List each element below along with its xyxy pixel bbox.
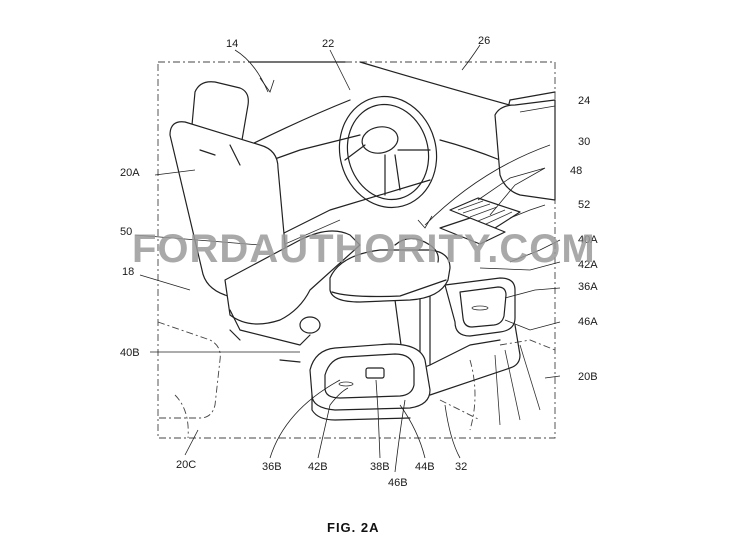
steering-wheel [338,95,438,209]
label-38B: 38B [370,461,390,473]
rear-seat-right [439,339,556,431]
label-36A: 36A [578,281,598,293]
label-18: 18 [122,266,134,278]
label-44B: 44B [415,461,435,473]
driver-seat [169,81,361,363]
label-24: 24 [578,95,590,107]
label-50: 50 [120,226,132,238]
arrow-marks [259,77,433,229]
watermark-text: FORDAUTHORITY.COM [132,227,596,271]
reference-labels: 14 22 26 24 30 48 52 20A 50 40A 42A 36A … [120,35,598,489]
label-42A: 42A [578,259,598,271]
label-46A: 46A [578,316,598,328]
boundary-lines [157,61,556,439]
label-42B: 42B [308,461,328,473]
rear-seat-left [157,321,221,439]
label-46B: 46B [388,477,408,489]
label-36B: 36B [262,461,282,473]
label-22: 22 [322,38,334,50]
label-32: 32 [455,461,467,473]
label-30: 30 [578,136,590,148]
center-console [309,237,521,421]
label-48: 48 [570,165,582,177]
vent-panel [439,197,521,245]
label-40A: 40A [578,234,598,246]
label-20B: 20B [578,371,598,383]
label-52: 52 [578,199,590,211]
figure-label: FIG. 2A [327,520,380,535]
leader-lines [134,44,561,473]
label-14: 14 [226,38,238,50]
label-20A: 20A [120,167,140,179]
label-26: 26 [478,35,490,47]
label-40B: 40B [120,347,140,359]
label-20C: 20C [176,459,196,471]
display-screen [494,99,556,201]
